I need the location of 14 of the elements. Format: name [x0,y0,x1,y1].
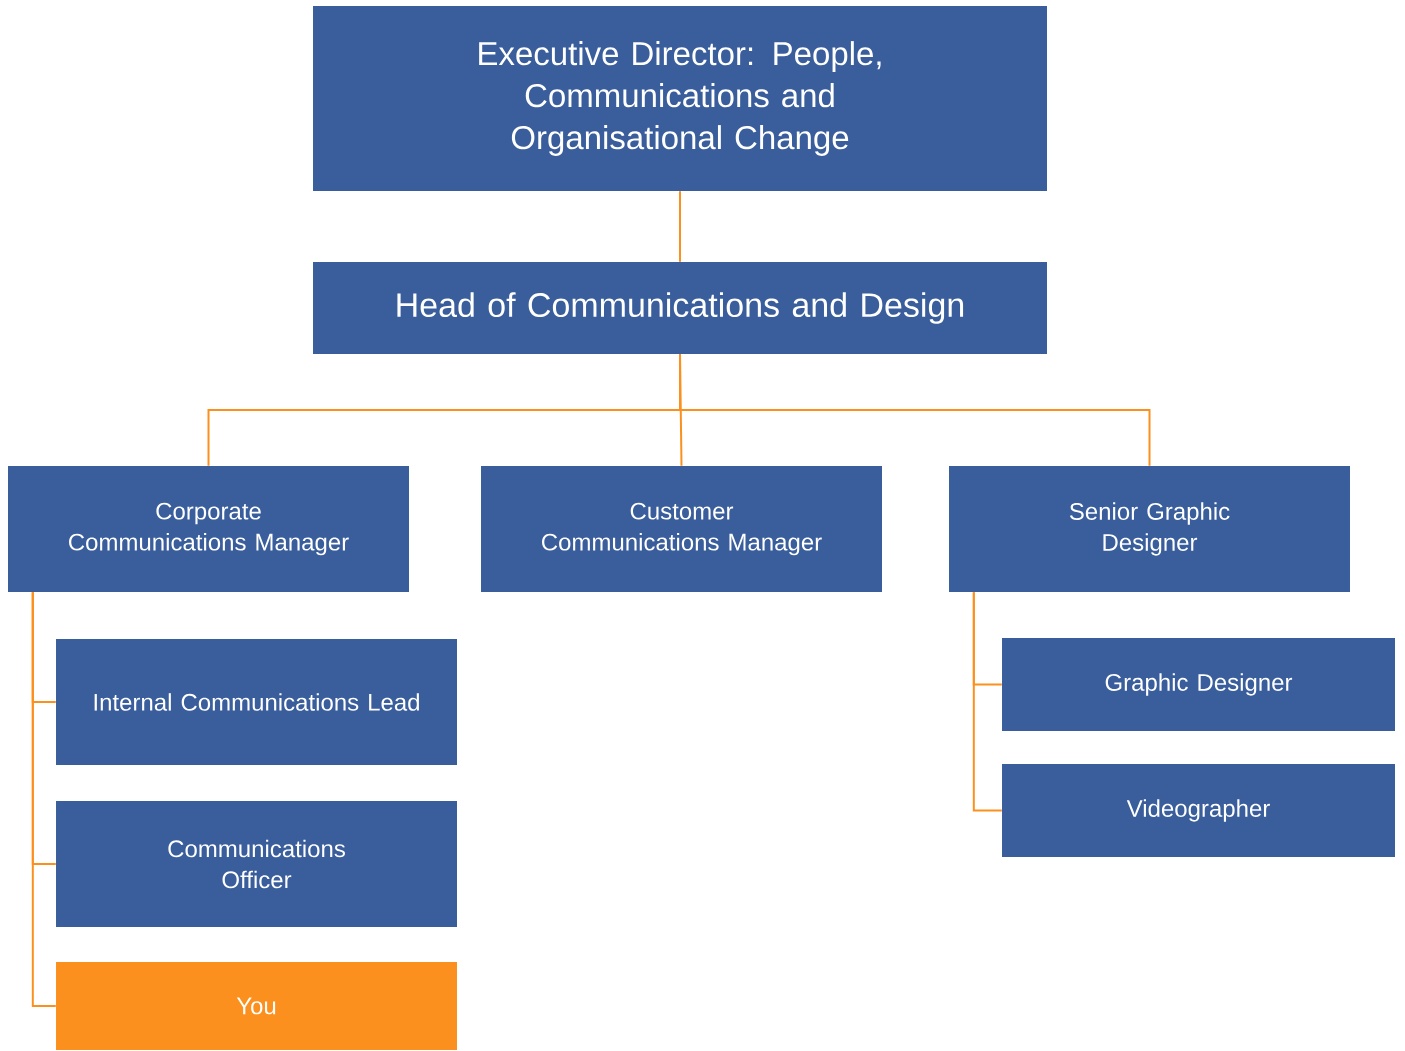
role-box: Corporate Communications Manager [8,466,409,592]
connector-line [972,591,1003,812]
you-box: You [56,962,457,1050]
role-box: Head of Communications and Design [313,262,1047,354]
role-box: Customer Communications Manager [481,466,882,592]
role-box: Senior Graphic Designer [949,466,1350,592]
role-box: Graphic Designer [1002,638,1395,731]
role-box: Executive Director: People, Communications and Organisational Change [313,6,1047,191]
role-box: Videographer [1002,764,1395,857]
connector-line [679,190,681,263]
role-box: Internal Communications Lead [56,639,457,765]
role-box: Communications Officer [56,801,457,927]
connector-line [31,591,57,1007]
connector-line [679,353,1151,467]
